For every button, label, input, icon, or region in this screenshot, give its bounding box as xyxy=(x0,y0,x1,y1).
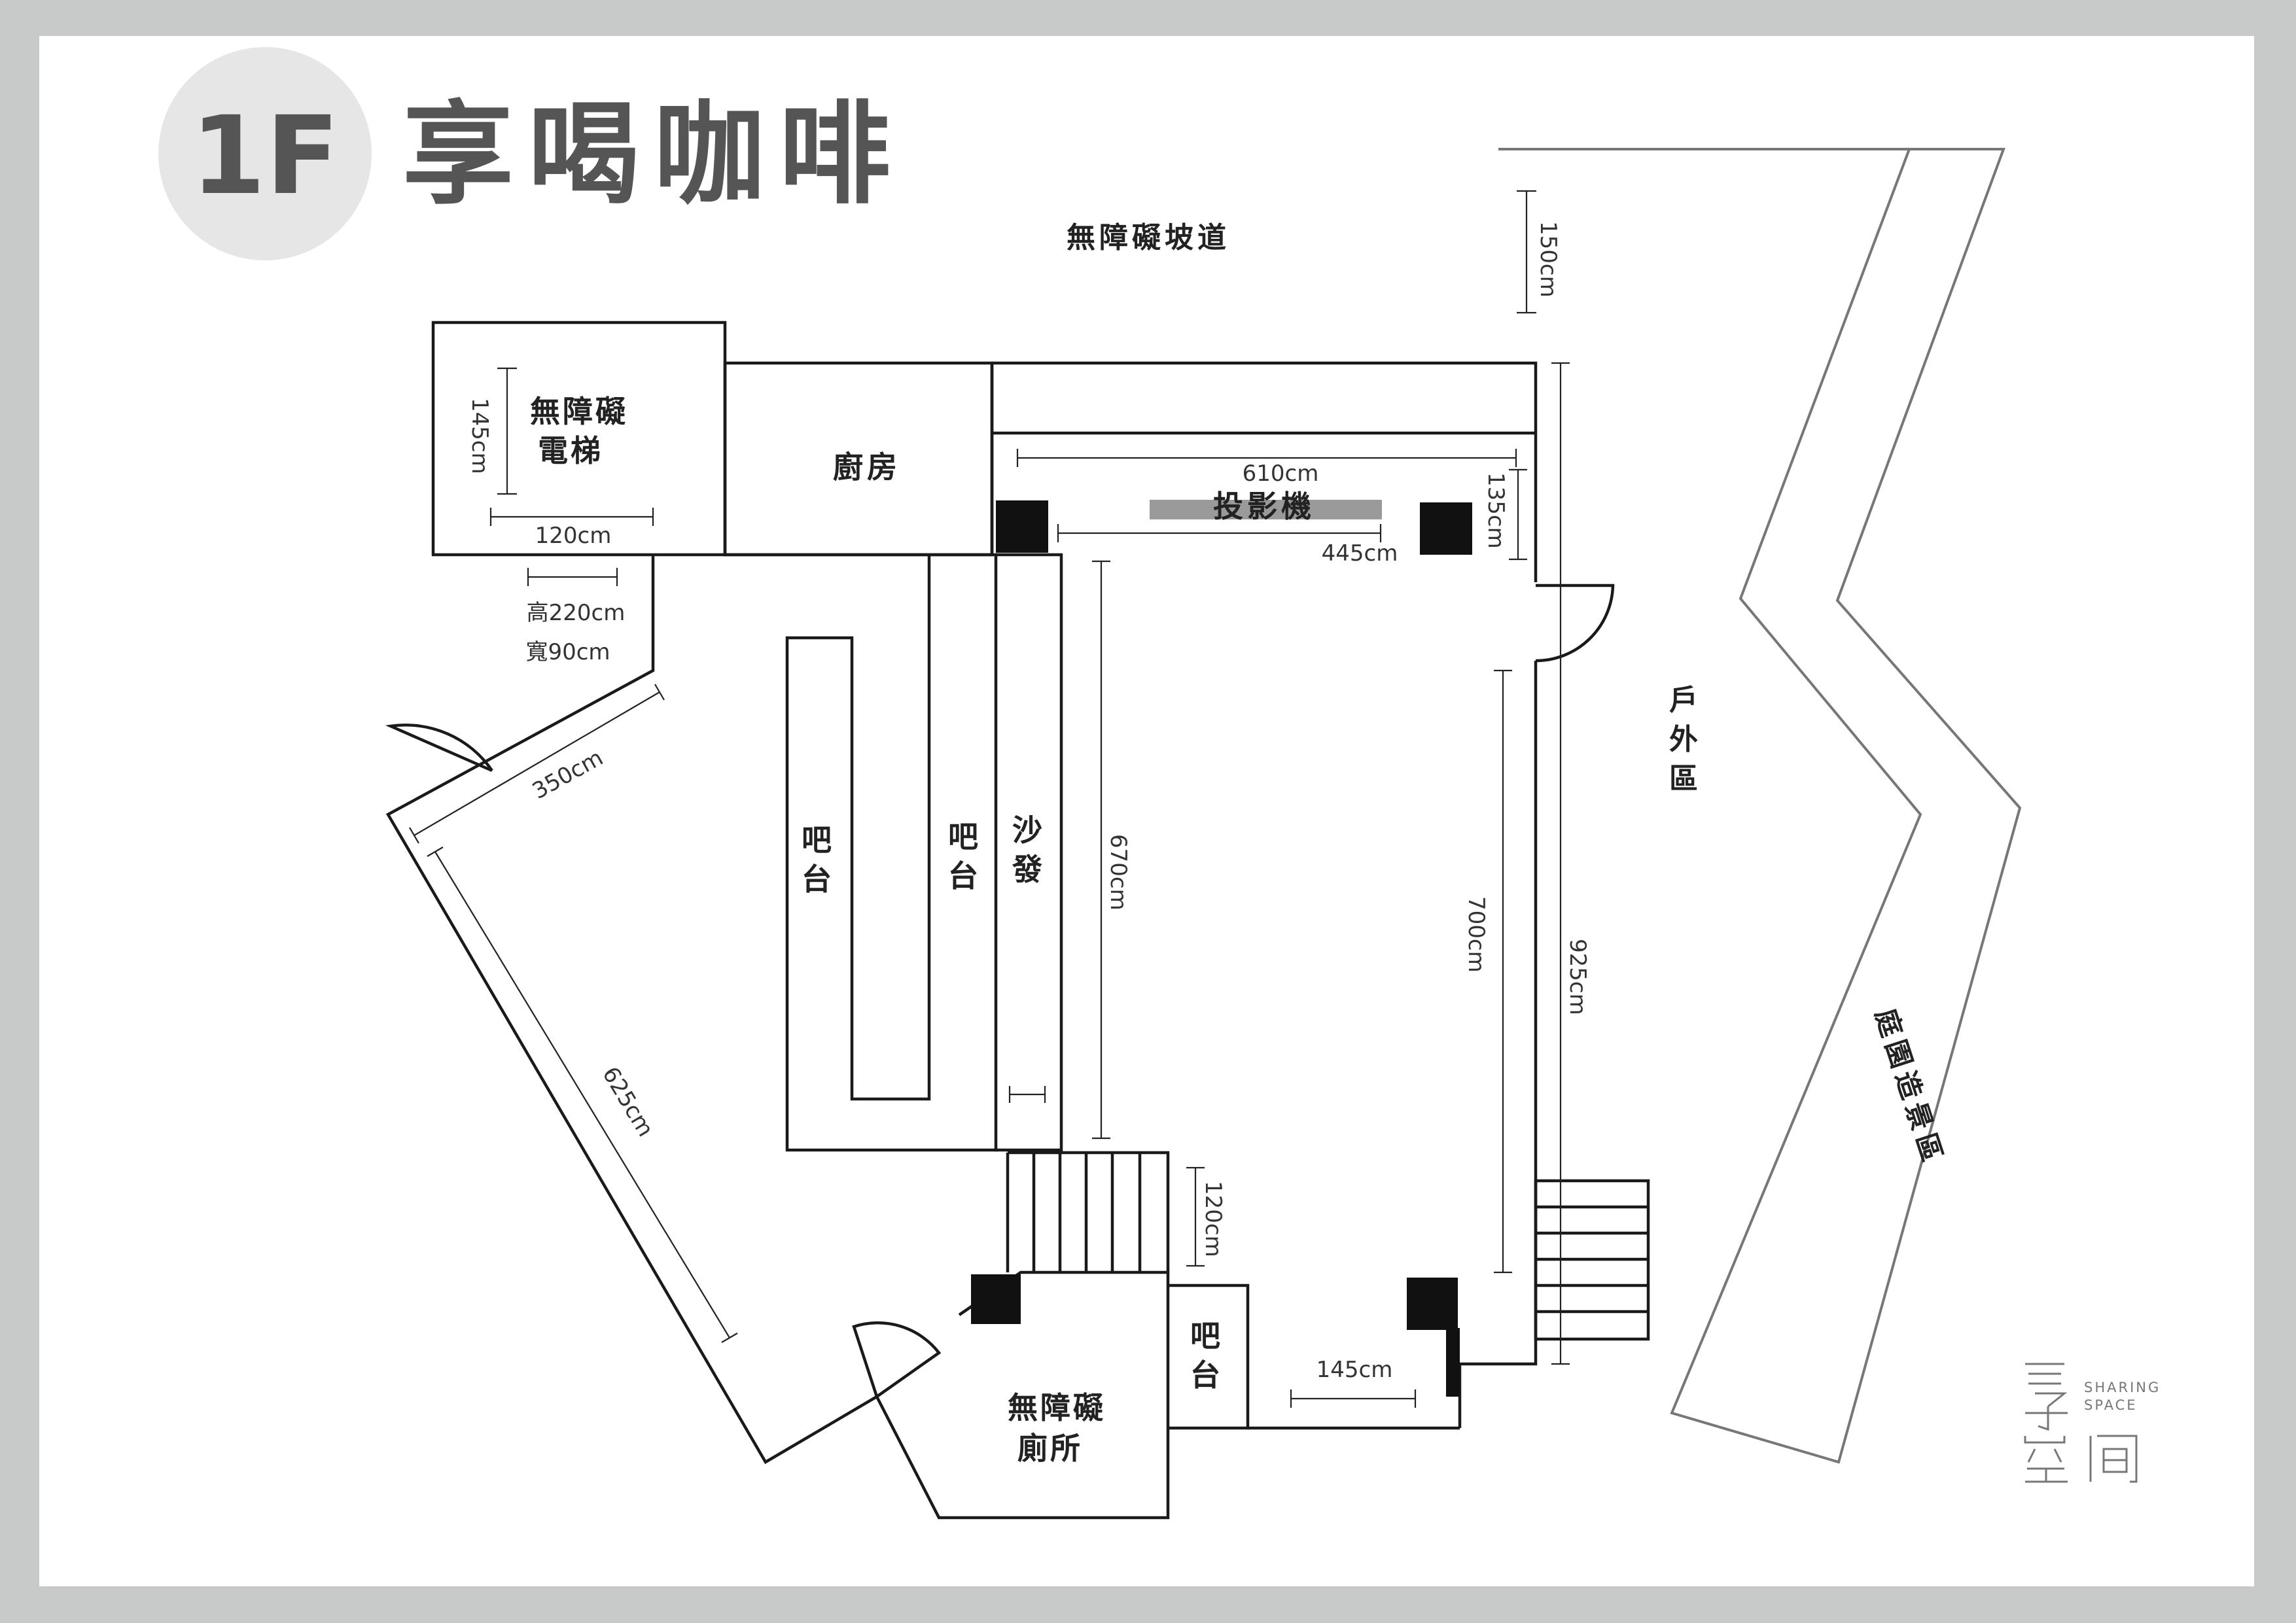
dim-135: 135cm xyxy=(1483,472,1509,549)
projector-screen xyxy=(1150,500,1382,519)
logo-text-1: SHARING xyxy=(2084,1380,2161,1395)
outdoor-label-1: 戶 xyxy=(1669,684,1698,717)
sofa-label-1: 沙 xyxy=(1012,812,1042,848)
dim-445: 445cm xyxy=(1322,540,1398,567)
doors xyxy=(385,584,1615,1399)
ramp-label: 無障礙坡道 xyxy=(1067,221,1230,254)
sofa-label-2: 發 xyxy=(1012,852,1042,887)
main-room-right-wall xyxy=(1460,661,1538,1366)
left-door xyxy=(385,724,493,773)
bar-bottom-label-2: 台 xyxy=(1190,1357,1220,1393)
dim-ramp-150: 150cm xyxy=(1535,221,1561,298)
floor-number: 1F xyxy=(190,93,340,218)
bar-bottom-wall xyxy=(1168,1283,1250,1430)
elevator-label-1: 無障礙 xyxy=(530,394,628,429)
projector-label: 投影機 xyxy=(1213,489,1315,524)
page-title: 享喝咖啡 xyxy=(402,90,905,220)
left-angled-wall xyxy=(385,555,878,1465)
dim-door-width: 寬90cm xyxy=(525,639,610,665)
restroom-label-1: 無障礙 xyxy=(1008,1390,1106,1425)
bar-bottom-label-1: 吧 xyxy=(1190,1318,1220,1353)
dim-door-height: 高220cm xyxy=(527,600,626,626)
restroom-label-2: 廁所 xyxy=(1017,1431,1083,1466)
dim-elevator-145: 145cm xyxy=(467,398,493,474)
bar-left-label-1: 吧 xyxy=(802,822,832,858)
dim-700: 700cm xyxy=(1463,896,1489,973)
columns xyxy=(971,500,1472,1397)
bar-left-label-2: 台 xyxy=(802,862,832,897)
inner-stairs xyxy=(1032,1153,1142,1272)
outdoor-stairs xyxy=(1534,1179,1650,1341)
logo-text-2: SPACE xyxy=(2084,1397,2138,1413)
bar-mid-label-1: 吧 xyxy=(948,819,978,854)
restroom-door xyxy=(852,1321,942,1399)
floor-badge xyxy=(158,47,372,260)
sofa-wall xyxy=(994,553,1063,1152)
outdoor-label-3: 區 xyxy=(1669,762,1698,795)
sharing-space-logo: SHARING SPACE xyxy=(2024,1363,2161,1483)
dim-elevator-120: 120cm xyxy=(535,523,612,549)
garden-ramp-boundary xyxy=(1498,148,2022,1464)
main-room-top-wall xyxy=(992,361,1538,661)
kitchen-label: 廚房 xyxy=(833,449,901,485)
paper-background xyxy=(39,36,2254,1586)
elevator-label-2: 電梯 xyxy=(538,433,603,468)
dim-stairs-120: 120cm xyxy=(1200,1181,1226,1257)
dim-925: 925cm xyxy=(1564,939,1591,1015)
dim-610: 610cm xyxy=(1243,461,1319,487)
dim-670: 670cm xyxy=(1105,834,1131,911)
outdoor-label-2: 外 xyxy=(1669,723,1698,756)
bar-mid-label-2: 台 xyxy=(948,858,978,894)
dim-bottom-145: 145cm xyxy=(1316,1357,1393,1383)
walls xyxy=(385,321,1538,1520)
dimension-lines xyxy=(409,190,1570,1408)
right-door xyxy=(1535,584,1615,663)
bar-left-wall xyxy=(725,553,998,1152)
